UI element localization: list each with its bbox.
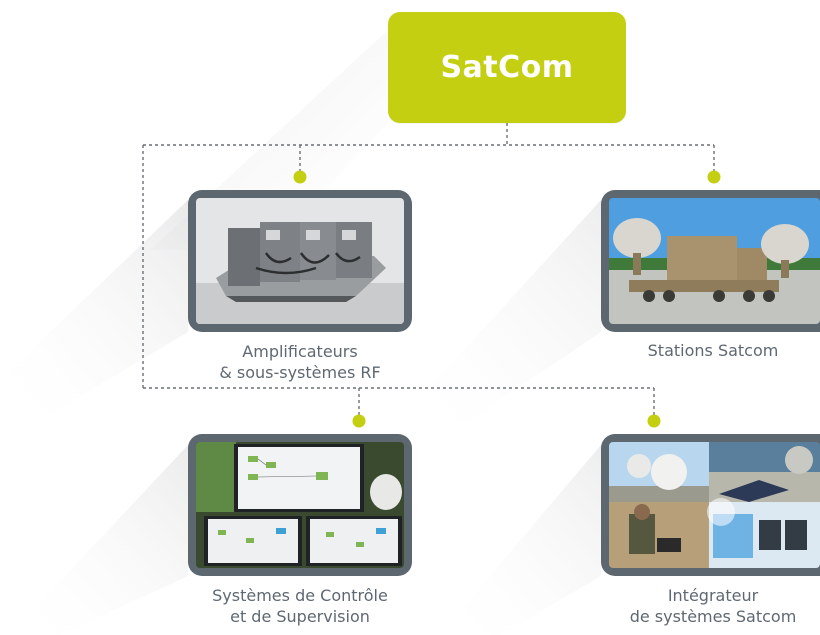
integrator-caption: Intégrateur de systèmes Satcom <box>606 585 820 627</box>
caption-line: Intégrateur <box>667 586 759 605</box>
amplifiers-caption: Amplificateurs & sous-systèmes RF <box>188 341 412 383</box>
connector-dot <box>352 414 366 428</box>
connector-dot <box>293 170 307 184</box>
stations-photo-frame <box>601 190 820 332</box>
control-systems-photo-frame <box>188 434 412 576</box>
satcom-integration-collage-photo <box>609 442 820 568</box>
diagram-title: SatCom <box>440 50 574 85</box>
caption-line: Systèmes de Contrôle <box>212 586 388 605</box>
caption-line: Amplificateurs <box>242 342 358 361</box>
rf-amplifier-cabinet-photo <box>196 198 404 324</box>
control-monitoring-screens-photo <box>196 442 404 568</box>
satcom-title-box: SatCom <box>388 12 626 123</box>
caption-line: Stations Satcom <box>647 341 779 360</box>
stations-caption: Stations Satcom <box>606 340 820 361</box>
connector-dot <box>707 170 721 184</box>
military-satellite-trucks-photo <box>609 198 820 324</box>
caption-line: & sous-systèmes RF <box>219 363 381 382</box>
control-systems-caption: Systèmes de Contrôle et de Supervision <box>188 585 412 627</box>
amplifiers-photo-frame <box>188 190 412 332</box>
caption-line: de systèmes Satcom <box>629 607 797 626</box>
integrator-photo-frame <box>601 434 820 576</box>
connector-dot <box>647 414 661 428</box>
caption-line: et de Supervision <box>230 607 370 626</box>
